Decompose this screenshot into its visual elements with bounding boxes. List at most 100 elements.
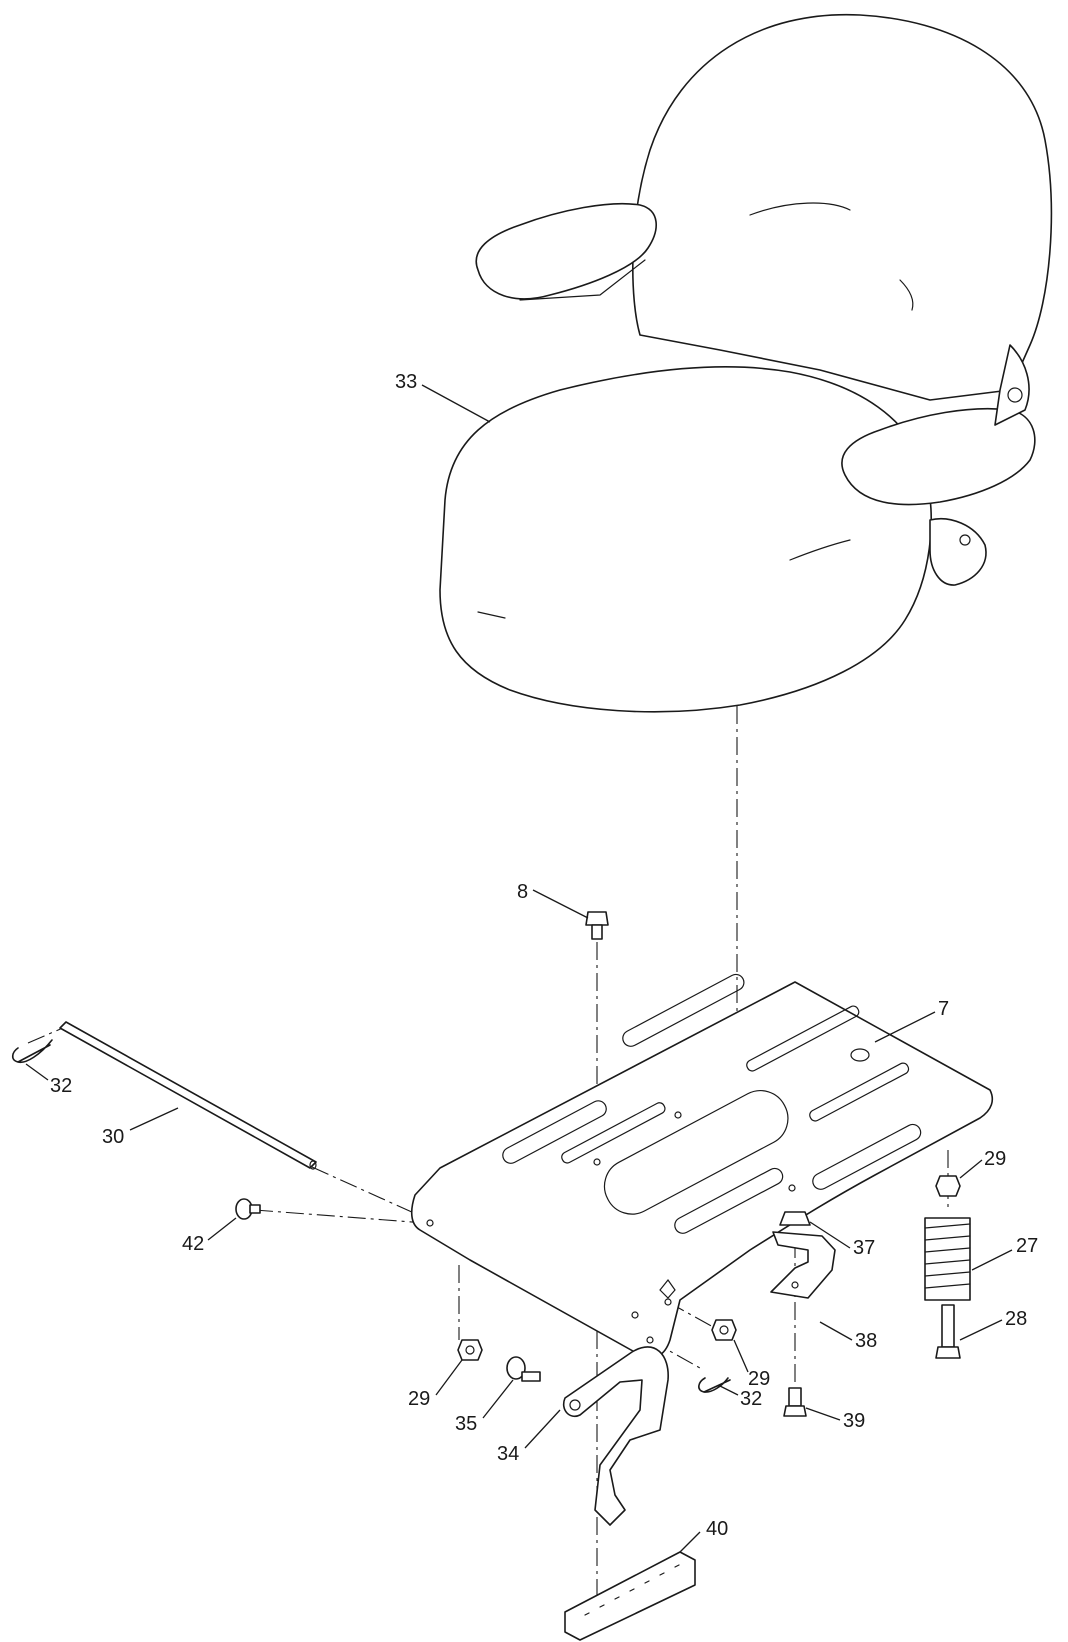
centerline-screw-42 <box>254 1209 426 1224</box>
seat-side-bracket <box>929 518 987 586</box>
plate-slot <box>809 1062 910 1122</box>
bracket-38 <box>770 1231 836 1299</box>
callout-30: 30 <box>102 1126 124 1148</box>
plate-hole <box>664 1298 672 1306</box>
callout-28: 28 <box>1005 1308 1027 1330</box>
bolt-28-head <box>935 1346 961 1359</box>
callout-7: 7 <box>938 998 949 1020</box>
rod-30-body <box>59 1021 317 1169</box>
bolt-39 <box>783 1387 807 1417</box>
nut-29-left <box>457 1339 483 1361</box>
callout-34: 34 <box>497 1443 519 1465</box>
hair-pin-32b <box>698 1377 731 1393</box>
right-armrest <box>841 407 1036 506</box>
leader-29a <box>959 1159 983 1179</box>
bracket-38-hole <box>791 1281 799 1289</box>
screw-42-shank <box>249 1204 261 1214</box>
seat-cushion-tab <box>477 611 506 619</box>
callout-32-left: 32 <box>50 1075 72 1097</box>
seat-mount-plate <box>410 973 994 1359</box>
latch-34 <box>562 1346 669 1526</box>
plate-slot <box>746 1005 860 1072</box>
callout-32-right: 32 <box>740 1388 762 1410</box>
centerline-pin-32a <box>27 1026 66 1044</box>
nut-29-left-hex <box>457 1339 483 1361</box>
leader-32b <box>719 1385 739 1396</box>
screw-42 <box>235 1198 261 1220</box>
plate-slot <box>622 973 745 1047</box>
shoulder-bolt-35 <box>506 1356 541 1382</box>
leader-42 <box>207 1217 237 1241</box>
callout-numbers: 33 8 7 32 30 42 29 27 28 37 38 39 29 29 … <box>50 371 1038 1540</box>
seat-backrest-seam <box>899 279 914 311</box>
spring-27-windings <box>924 1223 971 1289</box>
callout-39: 39 <box>843 1410 865 1432</box>
seat-cushion-seam <box>789 539 851 561</box>
callout-37: 37 <box>853 1237 875 1259</box>
latch-34-hole <box>569 1399 581 1411</box>
left-armrest <box>475 202 657 300</box>
leader-39 <box>805 1407 841 1421</box>
nut-29-right-bore <box>719 1325 729 1335</box>
plate-hole <box>593 1158 601 1166</box>
spring-27 <box>924 1217 971 1301</box>
leader-30 <box>129 1107 179 1131</box>
plate-hole <box>426 1219 434 1227</box>
leader-lines <box>25 384 1013 1553</box>
leader-7 <box>874 1011 936 1043</box>
plate-hole <box>674 1111 682 1119</box>
callout-33: 33 <box>395 371 417 393</box>
seat-cushion <box>439 366 932 713</box>
plate-hole <box>788 1184 796 1192</box>
plate-hole <box>646 1336 654 1344</box>
leader-34 <box>524 1409 561 1449</box>
clip-nut-37-body <box>779 1211 811 1226</box>
shoulder-bolt-35-head <box>506 1356 526 1380</box>
plate-tab <box>659 1278 676 1299</box>
plate-slot <box>561 1102 666 1164</box>
leader-40 <box>679 1531 701 1553</box>
callout-42: 42 <box>182 1233 204 1255</box>
leader-29b <box>435 1359 463 1396</box>
nut-29-right <box>711 1319 737 1341</box>
rod-30-end <box>309 1160 317 1170</box>
leader-32a <box>25 1063 49 1081</box>
callout-27: 27 <box>1016 1235 1038 1257</box>
plate-center-opening <box>603 1090 789 1215</box>
plate-hole <box>631 1311 639 1319</box>
seat-backrest-seam <box>749 202 851 216</box>
nut-29-hex <box>935 1175 961 1197</box>
nut-29-right-hex <box>711 1319 737 1341</box>
armrest-pivot <box>1007 387 1023 403</box>
plate-hole <box>850 1048 870 1062</box>
nut-29-top <box>935 1175 961 1197</box>
shoulder-bolt-35-shank <box>521 1371 541 1382</box>
bolt-8-head <box>585 911 609 926</box>
callout-35: 35 <box>455 1413 477 1435</box>
leader-8 <box>532 889 589 919</box>
nut-29-left-bore <box>465 1345 475 1355</box>
callout-40: 40 <box>706 1518 728 1540</box>
leader-29c <box>733 1339 749 1373</box>
seat-side-hole <box>959 534 971 546</box>
right-armrest-bracket <box>994 344 1030 426</box>
callout-8: 8 <box>517 881 528 903</box>
bolt-39-shank <box>788 1387 802 1407</box>
rod-30 <box>59 1021 317 1170</box>
leader-33 <box>421 384 491 423</box>
clip-nut-37 <box>779 1211 811 1226</box>
plate-slot <box>502 1100 607 1164</box>
bolt-8 <box>585 911 609 940</box>
leader-27 <box>971 1249 1013 1271</box>
callout-29-left: 29 <box>408 1388 430 1410</box>
centerline-rod-30 <box>311 1166 426 1219</box>
bolt-39-head <box>783 1405 807 1417</box>
plate-slot <box>812 1123 922 1190</box>
bracket-40-holes <box>584 1564 680 1616</box>
leader-35 <box>482 1379 514 1419</box>
left-armrest-base <box>519 259 646 301</box>
leader-38 <box>819 1321 853 1341</box>
leader-28 <box>959 1319 1003 1341</box>
callout-38: 38 <box>855 1330 877 1352</box>
